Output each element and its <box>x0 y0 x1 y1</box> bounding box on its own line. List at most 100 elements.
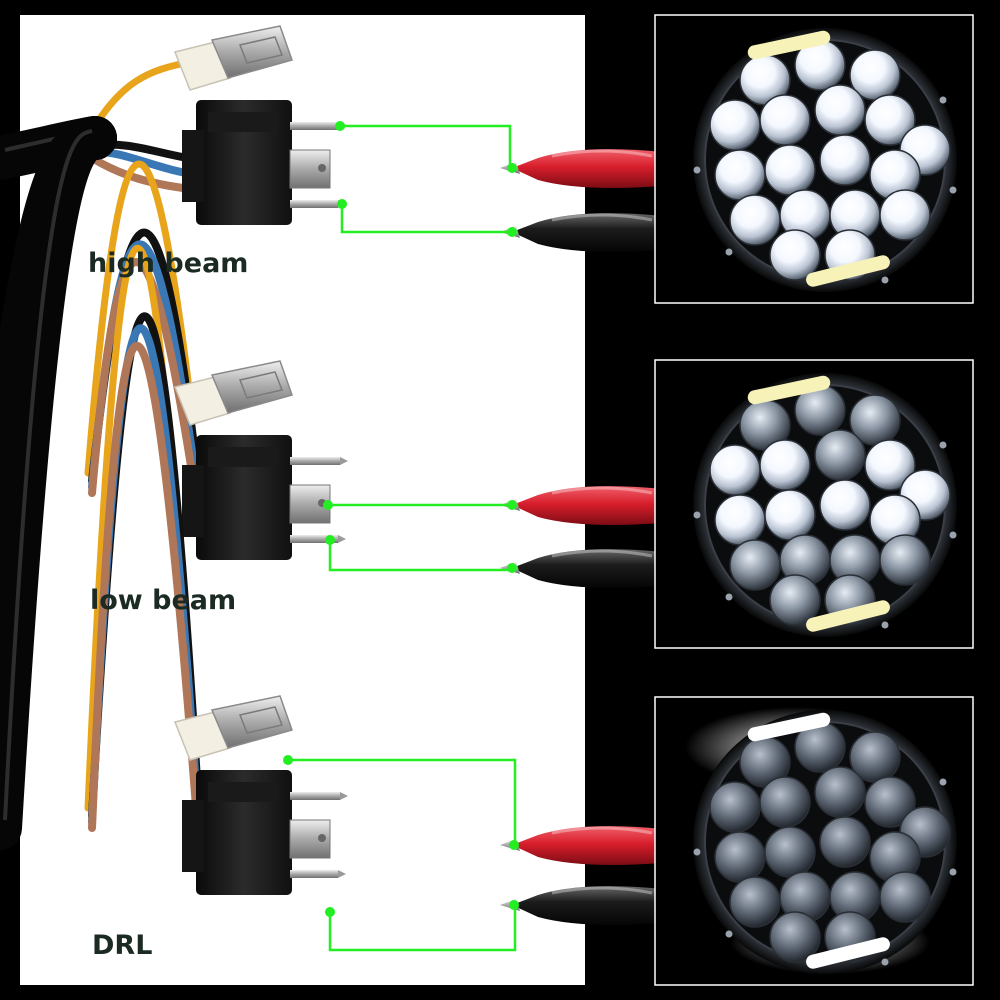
led-lens <box>759 94 811 146</box>
cable-highlight <box>3 129 93 821</box>
connector-top-ridge <box>208 112 278 132</box>
pin-bottom <box>290 200 338 208</box>
mount-screw <box>881 621 889 629</box>
red-alligator-clip-shine <box>551 826 653 835</box>
led-lens <box>814 84 866 136</box>
led-lens <box>814 766 866 818</box>
mount-screw <box>939 778 947 786</box>
led-lens <box>729 539 781 591</box>
led-lens <box>864 776 916 828</box>
mount-screw <box>693 511 701 519</box>
green-link-dot <box>507 227 517 237</box>
drl-strip-bottom <box>806 937 890 969</box>
led-lens <box>764 489 816 541</box>
panel-label-0: high beam <box>88 248 249 279</box>
red-alligator-clip-shine <box>551 149 653 158</box>
pin-middle-hole <box>318 164 326 172</box>
green-link-dot <box>337 199 347 209</box>
wire-brown <box>88 341 204 864</box>
led-lens <box>879 189 931 241</box>
green-link-dot <box>509 840 519 850</box>
pin-top <box>290 792 340 800</box>
led-lens <box>714 149 766 201</box>
led-lens <box>814 429 866 481</box>
pin-bottom <box>290 535 338 543</box>
connector-top-ridge <box>208 447 278 467</box>
panel-label-1: low beam <box>90 585 237 616</box>
pin-top <box>290 457 340 465</box>
green-link-line <box>340 124 512 168</box>
green-link-dot <box>507 500 517 510</box>
pin-bottom-tip <box>338 535 346 543</box>
green-link-dot <box>335 121 345 131</box>
connector-top-ridge <box>208 782 278 802</box>
red-alligator-clip-boot <box>512 826 662 865</box>
drl-strip-top <box>747 30 831 60</box>
mount-screw <box>725 593 733 601</box>
led-lens <box>819 479 871 531</box>
connector-side-tab <box>182 130 204 202</box>
green-link-dot <box>507 563 517 573</box>
mount-screw <box>693 848 701 856</box>
green-link-dot <box>323 500 333 510</box>
black-alligator-clip-shine <box>551 549 653 558</box>
spade-terminal <box>210 25 293 79</box>
green-link-dot <box>509 900 519 910</box>
mount-screw <box>939 441 947 449</box>
drl-strip-bottom <box>806 255 890 287</box>
pin-bottom-tip <box>338 870 346 878</box>
black-alligator-clip-boot <box>512 213 662 252</box>
wiring-panel-0 <box>0 14 974 304</box>
spade-ridge <box>238 706 284 734</box>
black-alligator-clip-boot <box>512 549 662 588</box>
drl-strip-top <box>747 375 831 405</box>
led-lens <box>864 94 916 146</box>
led-lens <box>714 831 766 883</box>
led-lens <box>764 826 816 878</box>
led-lens <box>714 494 766 546</box>
drl-strip-top <box>747 712 831 742</box>
led-lens <box>729 194 781 246</box>
led-lens <box>764 144 816 196</box>
red-alligator-clip-shine <box>551 486 653 495</box>
pin-top-tip <box>340 792 348 800</box>
mount-screw <box>949 868 957 876</box>
led-lens <box>769 574 821 626</box>
black-alligator-clip-shine <box>551 886 653 895</box>
led-lens <box>709 444 761 496</box>
wiring-panel-2 <box>0 116 974 986</box>
led-lens <box>709 99 761 151</box>
panel-label-2: DRL <box>92 930 153 961</box>
pin-top-tip <box>340 457 348 465</box>
green-link-dot <box>507 163 517 173</box>
drl-strip-bottom <box>806 600 890 632</box>
green-link-line <box>288 758 517 845</box>
mount-screw <box>939 96 947 104</box>
black-alligator-clip-shine <box>551 213 653 222</box>
led-lens <box>769 911 821 963</box>
led-lens <box>879 534 931 586</box>
green-link-line <box>340 204 510 234</box>
wire-yellow <box>84 160 194 477</box>
green-link-dot <box>283 755 293 765</box>
green-link-line <box>328 905 517 952</box>
mount-screw <box>693 166 701 174</box>
black-alligator-clip-boot <box>512 886 662 925</box>
led-lens <box>879 871 931 923</box>
green-link-dot <box>325 535 335 545</box>
green-link-dot <box>325 907 335 917</box>
connector-side-tab <box>182 800 204 872</box>
spade-ridge <box>238 36 284 64</box>
mount-screw <box>725 248 733 256</box>
spade-terminal <box>210 360 293 414</box>
pin-bottom <box>290 870 338 878</box>
led-lens <box>819 816 871 868</box>
led-lens <box>759 776 811 828</box>
mount-screw <box>881 276 889 284</box>
red-alligator-clip-boot <box>512 149 662 188</box>
mount-screw <box>881 958 889 966</box>
connector-side-tab <box>182 465 204 537</box>
mount-screw <box>949 531 957 539</box>
led-lens <box>729 876 781 928</box>
